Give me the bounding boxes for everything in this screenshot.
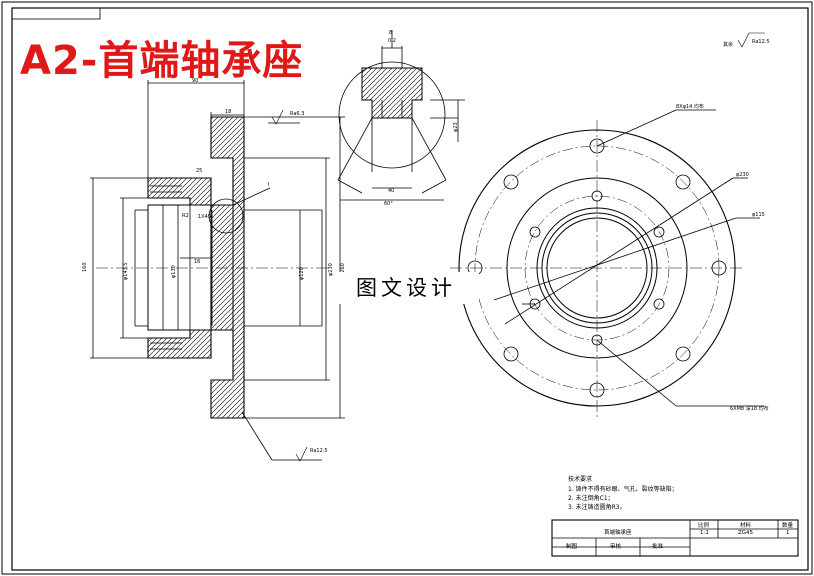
svg-text:Ra12.5: Ra12.5: [752, 39, 770, 45]
svg-text:φ115: φ115: [752, 212, 765, 218]
inner-hole: [529, 226, 541, 238]
note-item: 2. 未注倒角C1；: [568, 495, 614, 502]
svg-text:R2: R2: [182, 213, 189, 219]
svg-text:φ130: φ130: [171, 265, 177, 278]
qty-value: 1: [786, 530, 790, 536]
svg-text:I: I: [268, 182, 269, 188]
svg-text:Ra12.5: Ra12.5: [310, 448, 328, 454]
scale-value: 1:1: [700, 530, 709, 536]
note-item: 3. 未注铸造圆角R3。: [568, 504, 626, 511]
svg-text:φ260: φ260: [340, 263, 346, 276]
material-label: 材料: [740, 523, 752, 529]
qty-label: 数量: [782, 523, 794, 529]
watermark-label: 图文设计: [333, 272, 479, 304]
svg-text:1X45: 1X45: [198, 214, 211, 220]
svg-text:18: 18: [225, 109, 231, 115]
svg-text:16: 16: [194, 259, 200, 265]
svg-text:φ143.5: φ143.5: [123, 262, 129, 280]
svg-text:25: 25: [196, 168, 202, 174]
outer-bolt-hole: [711, 260, 727, 276]
inner-hole: [653, 298, 665, 310]
detail-circle-marker: [208, 198, 244, 234]
svg-text:φ230: φ230: [328, 263, 334, 276]
svg-text:Ra6.3: Ra6.3: [290, 111, 304, 117]
checker-label: 审核: [610, 544, 622, 550]
outer-bolt-hole: [589, 382, 605, 398]
svg-text:90: 90: [192, 78, 198, 84]
section-view: [90, 80, 345, 462]
approver-label: 批准: [652, 544, 664, 550]
outer-bolt-hole: [503, 346, 519, 362]
svg-text:φ120: φ120: [299, 267, 305, 280]
designer-label: 制图: [566, 544, 578, 550]
detail-view: [337, 30, 465, 201]
hub-upper-section: [147, 177, 212, 206]
inner-hole: [653, 226, 665, 238]
detail-hatch: [361, 67, 423, 119]
inner-hole: [591, 334, 603, 346]
svg-text:160: 160: [82, 262, 88, 272]
svg-text:其余: 其余: [723, 41, 733, 48]
outer-bolt-hole: [589, 138, 605, 154]
flange-section: [210, 116, 245, 419]
drawing-title: A2-首端轴承座: [20, 38, 304, 84]
svg-text:8: 8: [389, 30, 392, 36]
svg-text:φ230: φ230: [736, 172, 749, 178]
part-name: 首端轴承座: [604, 530, 632, 536]
svg-text:60°: 60°: [384, 201, 393, 207]
title-block: [551, 519, 799, 557]
outer-bolt-hole: [675, 346, 691, 362]
notes-heading: 技术要求: [568, 476, 593, 483]
scale-label: 比例: [698, 523, 710, 529]
svg-text:40: 40: [388, 188, 394, 194]
material-value: ZG45: [738, 530, 754, 536]
outer-bolt-hole: [503, 174, 519, 190]
inner-border: [11, 7, 809, 571]
svg-text:0.2: 0.2: [388, 38, 396, 44]
inner-hole: [591, 190, 603, 202]
corner-tab: [11, 7, 101, 20]
svg-text:φ23: φ23: [453, 122, 459, 132]
hub-lower-section: [147, 329, 212, 359]
outer-bolt-hole: [675, 174, 691, 190]
note-item: 1. 铸件不得有砂眼、气孔、裂纹等缺陷；: [568, 486, 678, 493]
svg-text:6XM8 深18 均布: 6XM8 深18 均布: [730, 405, 769, 412]
svg-text:8Xφ14 均布: 8Xφ14 均布: [676, 103, 704, 110]
end-view: [450, 109, 764, 418]
